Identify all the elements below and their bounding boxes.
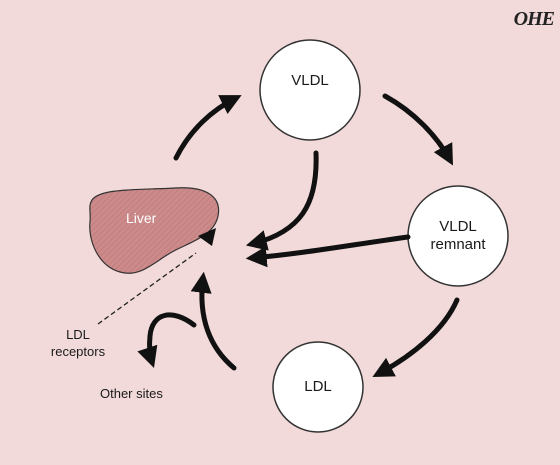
ldl-receptors-label: LDL receptors: [38, 326, 118, 360]
ldl-label: LDL: [304, 378, 332, 395]
vldl-remnant-label-line1: VLDL: [439, 218, 477, 235]
arrow-liver-to-vldl: [173, 95, 242, 161]
ldl-receptors-dashed-line: [97, 252, 197, 325]
liver-shape: [89, 187, 220, 274]
vldl-remnant-label: VLDL remnant: [418, 218, 498, 254]
arrow-remnant-to-liver: [245, 234, 411, 268]
arrow-ldl-to-liver: [190, 271, 237, 371]
liver-uptake-arrowhead: [198, 228, 216, 246]
vldl-label: VLDL: [291, 72, 329, 89]
ldl-receptors-label-line1: LDL: [66, 327, 90, 342]
liver-label: Liver: [126, 210, 157, 226]
other-sites-label: Other sites: [100, 386, 163, 401]
arrow-to-other-sites: [137, 312, 197, 368]
arrow-vldl-to-liver: [245, 150, 319, 251]
arrow-remnant-to-ldl: [372, 297, 460, 377]
arrow-vldl-to-remnant: [382, 93, 454, 166]
vldl-remnant-label-line2: remnant: [430, 236, 486, 253]
ldl-receptors-label-line2: receptors: [50, 344, 106, 359]
ohe-logo: OHE: [513, 8, 555, 30]
ldl-circle: [272, 341, 364, 433]
vldl-circle: [259, 39, 361, 141]
